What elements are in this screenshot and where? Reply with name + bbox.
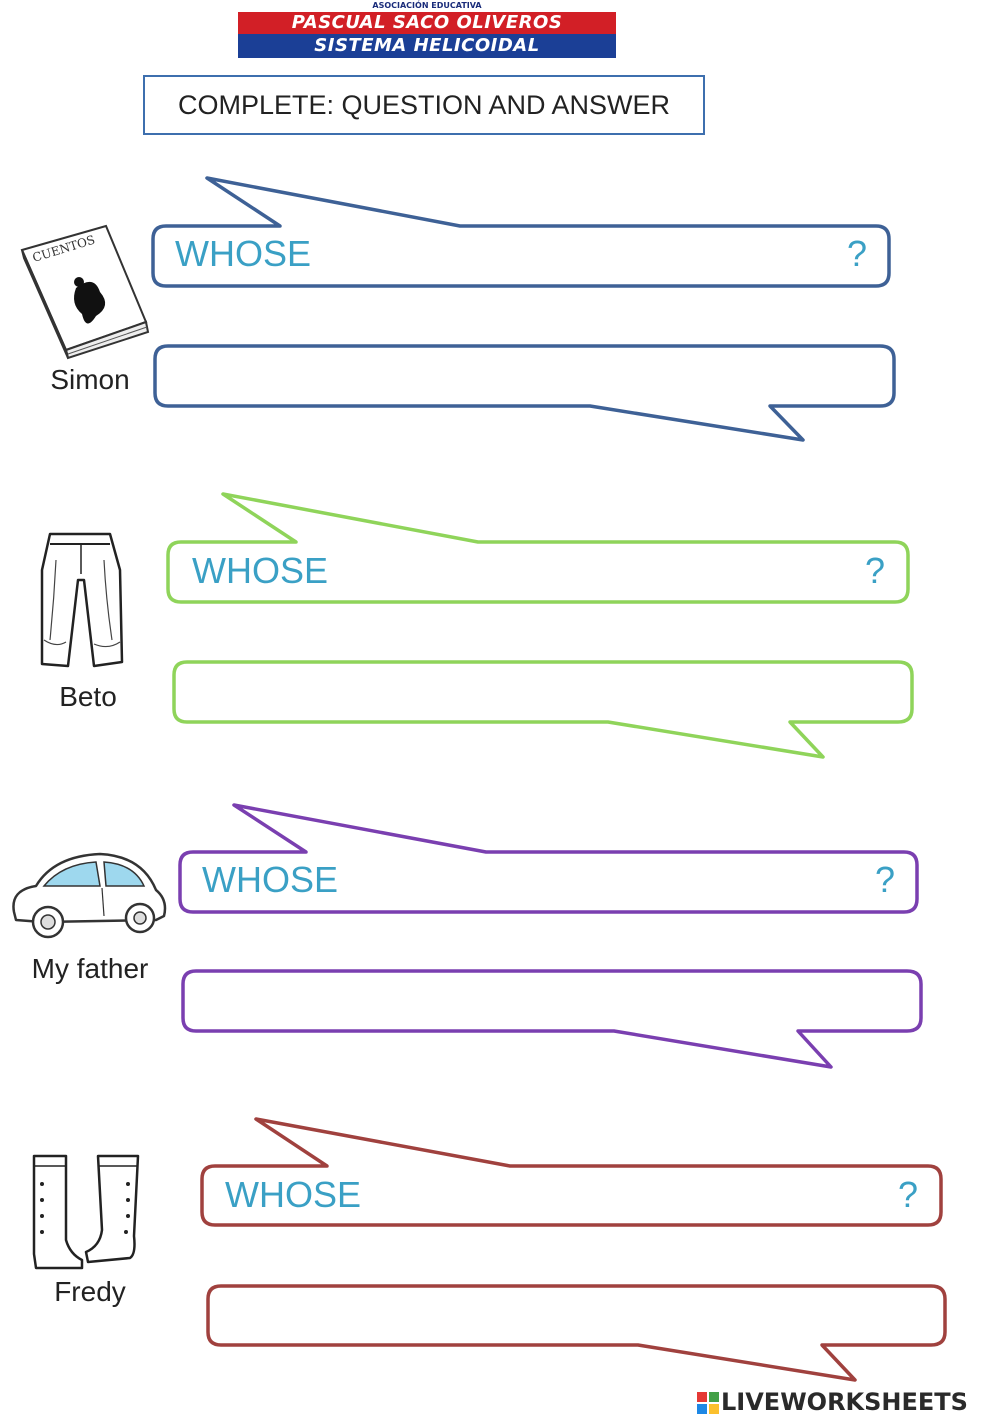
liveworksheets-brand: LIVEWORKSHEETS xyxy=(697,1385,997,1419)
question-bubble-4 xyxy=(200,1117,943,1227)
answer-field-4[interactable] xyxy=(228,1292,928,1340)
answer-bubble-3 xyxy=(181,969,923,1069)
logo-school-name: PASCUAL SACO OLIVEROS xyxy=(238,12,616,34)
school-logo: ASOCIACIÓN EDUCATIVA PASCUAL SACO OLIVER… xyxy=(238,0,616,60)
question-start-2: WHOSE xyxy=(192,550,329,591)
question-mark-1: ? xyxy=(847,233,868,274)
logo-system-name: SISTEMA HELICOIDAL xyxy=(238,34,616,58)
question-bubble-1 xyxy=(151,176,891,288)
question-mark-3: ? xyxy=(875,859,896,900)
answer-field-3[interactable] xyxy=(204,977,904,1025)
liveworksheets-logo-icon xyxy=(697,1392,719,1414)
book-icon: CUENTOS xyxy=(20,224,150,360)
question-start-4: WHOSE xyxy=(225,1174,362,1215)
answer-bubble-4 xyxy=(206,1284,947,1382)
question-bubble-2 xyxy=(166,492,910,604)
answer-field-1[interactable] xyxy=(175,352,880,400)
answer-bubble-1 xyxy=(153,344,896,442)
question-mark-2: ? xyxy=(865,550,886,591)
answer-bubble-2 xyxy=(172,660,914,759)
owner-name-4: Fredy xyxy=(54,1276,126,1307)
boots-icon xyxy=(32,1154,140,1270)
owner-name-2: Beto xyxy=(59,681,117,712)
page-title: COMPLETE: QUESTION AND ANSWER xyxy=(143,75,705,135)
question-start-3: WHOSE xyxy=(202,859,339,900)
answer-field-2[interactable] xyxy=(195,668,895,716)
owner-name-1: Simon xyxy=(50,364,130,395)
question-bubble-3 xyxy=(178,803,919,914)
logo-association-text: ASOCIACIÓN EDUCATIVA xyxy=(372,1,482,10)
brand-text: LIVEWORKSHEETS xyxy=(721,1388,968,1416)
question-mark-4: ? xyxy=(898,1174,919,1215)
car-icon xyxy=(12,852,167,939)
trousers-icon xyxy=(40,532,124,668)
owner-name-3: My father xyxy=(31,953,149,984)
question-start-1: WHOSE xyxy=(175,233,312,274)
